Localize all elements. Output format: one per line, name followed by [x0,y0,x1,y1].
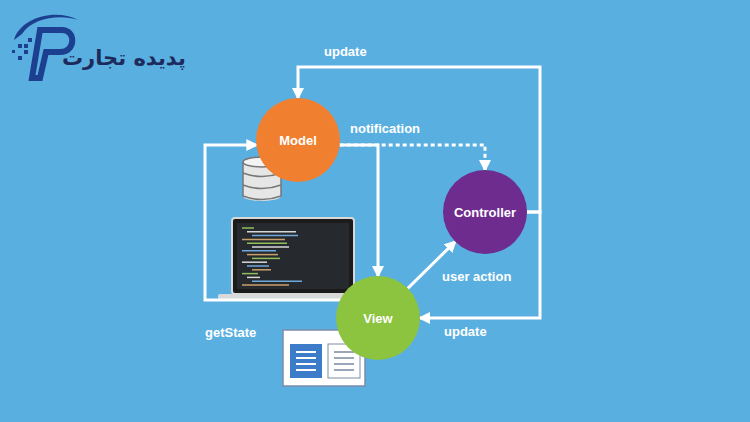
node-label: View [363,311,392,326]
logo-dots [12,38,32,60]
node-label: Controller [454,205,516,220]
flow-arrow [340,145,378,276]
code-line [252,280,302,282]
code-line [242,284,289,286]
code-line [252,246,289,248]
code-line [242,250,276,252]
dashed-arrow [340,145,485,170]
code-line [247,242,287,244]
edge-label: update [442,324,489,339]
laptop-icon [218,218,368,300]
logo-text: پدیده تجارت [62,46,186,70]
edge-label: update [322,44,369,59]
code-line [247,231,296,233]
code-line [252,258,280,260]
edge-label: user action [440,269,513,284]
controller-circle: Controller [443,170,527,254]
code-line [252,235,298,237]
code-line [252,269,271,271]
model-circle: Model [256,98,340,182]
node-label: Model [279,133,317,148]
view-circle: View [336,276,420,360]
edge-label: notification [348,121,422,136]
code-line [247,254,278,256]
code-line [242,239,285,241]
code-line [247,277,260,279]
code-line [242,227,254,229]
code-line [242,273,258,275]
code-line [247,265,269,267]
code-line [242,261,267,263]
edge-label: getState [203,325,258,340]
